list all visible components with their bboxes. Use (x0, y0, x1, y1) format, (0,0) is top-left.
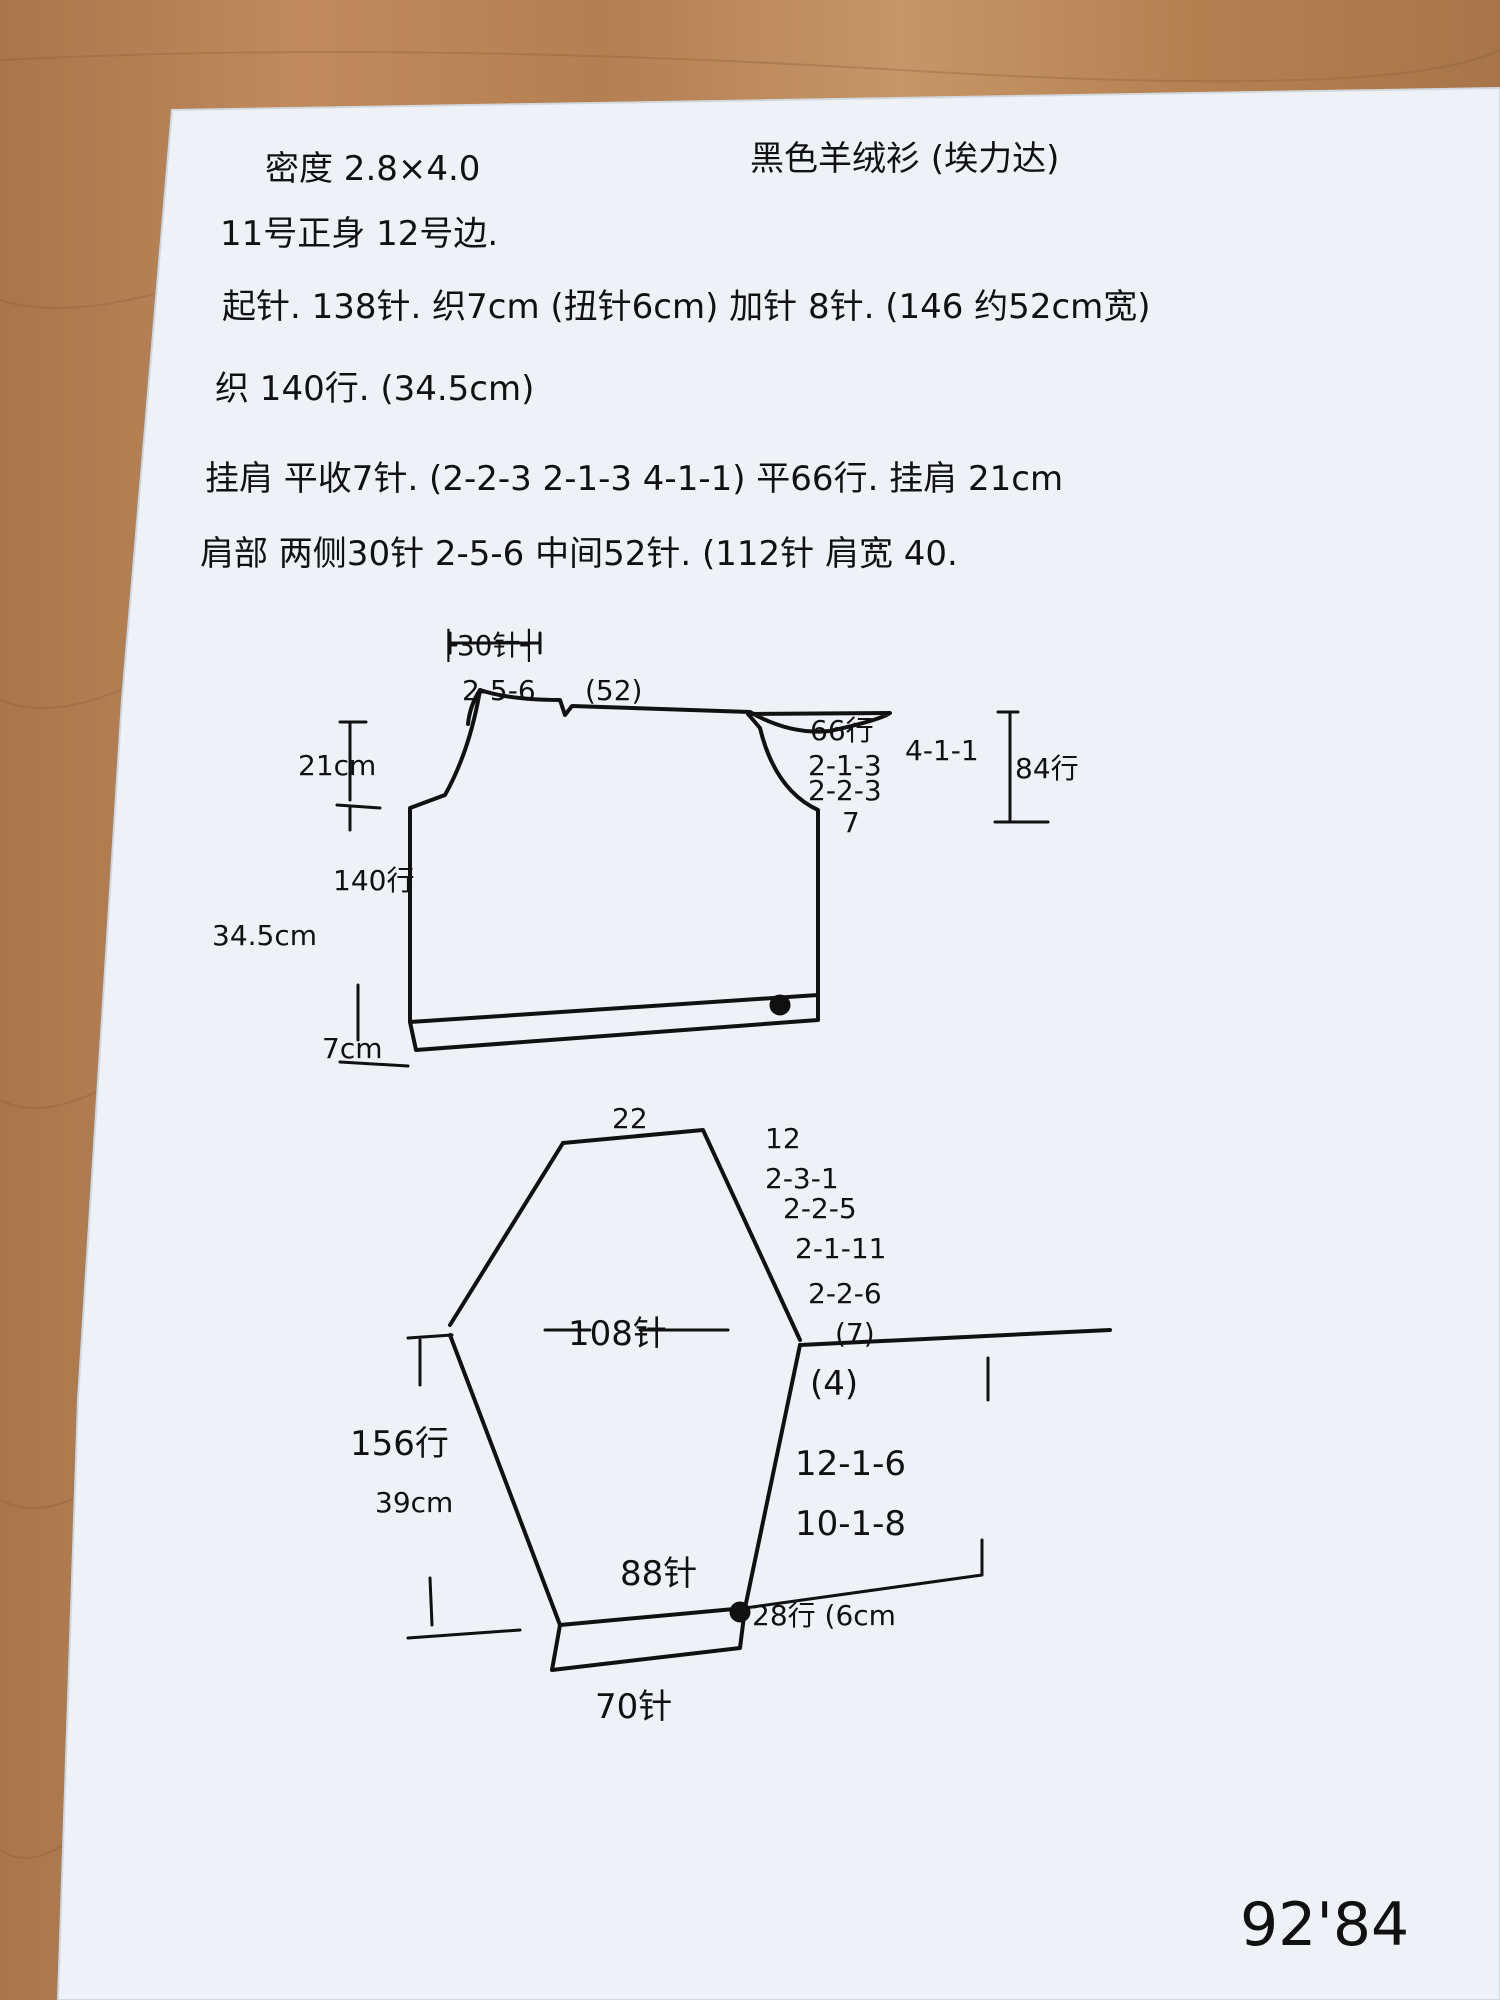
note-line-1: 11号正身 12号边. (220, 214, 498, 254)
cap-shaping-12-label: 12 (765, 1122, 801, 1155)
shoulder-width-label: ├30针┤ (440, 628, 537, 662)
sleeve-width-label: 108针 (568, 1314, 667, 1354)
hem-height-label: 7cm (322, 1032, 382, 1065)
body-height-label: 34.5cm (212, 919, 317, 952)
increase-start-label: (4) (810, 1364, 858, 1404)
increase-1-label: 12-1-6 (795, 1444, 906, 1484)
pattern-title: 黑色羊绒衫 (埃力达) (750, 139, 1059, 179)
decrease-2-label: 2-2-3 (808, 774, 882, 807)
cast-on-label: 70针 (595, 1687, 672, 1727)
increase-2-label: 10-1-8 (795, 1504, 906, 1544)
cap-shaping-2-label: 2-2-5 (783, 1192, 857, 1225)
sleeve-length-label: 39cm (375, 1486, 453, 1519)
armhole-height-label: 21cm (298, 749, 376, 782)
sleeve-dimension-marks (406, 1328, 990, 1640)
shoulder-shaping-label: 2-5-6 (462, 674, 536, 707)
cap-shaping-3-label: 2-1-11 (795, 1232, 886, 1265)
note-line-3: 织 140行. (34.5cm) (215, 369, 534, 409)
note-line-4: 挂肩 平收7针. (2-2-3 2-1-3 4-1-1) 平66行. 挂肩 21… (205, 459, 1063, 499)
cuff-rows-label: 28行 (6cm (752, 1599, 896, 1632)
sleeve-rows-label: 156行 (350, 1424, 449, 1464)
note-line-2: 起针. 138针. 织7cm (扭针6cm) 加针 8针. (146 约52cm… (222, 287, 1151, 327)
bind-off-label: 7 (842, 806, 860, 839)
body-dimension-marks (335, 631, 1050, 1068)
cap-shaping-1-label: 2-3-1 (765, 1162, 839, 1195)
decrease-3-label: 4-1-1 (905, 734, 979, 767)
corner-mark: 92'84 (1240, 1890, 1409, 1960)
gauge-text: 密度 2.8×4.0 (265, 149, 480, 189)
neck-label: (52) (585, 674, 642, 707)
sleeve-piece-outline (448, 1128, 1112, 1672)
body-rows-label: 140行 (333, 864, 414, 897)
body-piece-outline (408, 688, 892, 1052)
cap-shaping-5-label: (7) (835, 1317, 875, 1350)
note-line-5: 肩部 两侧30针 2-5-6 中间52针. (112针 肩宽 40. (200, 534, 958, 574)
decrease-1-label: 2-1-3 (808, 749, 882, 782)
rows-66-label: 66行 (810, 714, 874, 747)
total-rows-label: 84行 (1015, 752, 1079, 785)
sleeve-cap-top-label: 22 (612, 1102, 648, 1135)
cuff-stitches-label: 88针 (620, 1554, 697, 1594)
cap-shaping-4-label: 2-2-6 (808, 1277, 882, 1310)
